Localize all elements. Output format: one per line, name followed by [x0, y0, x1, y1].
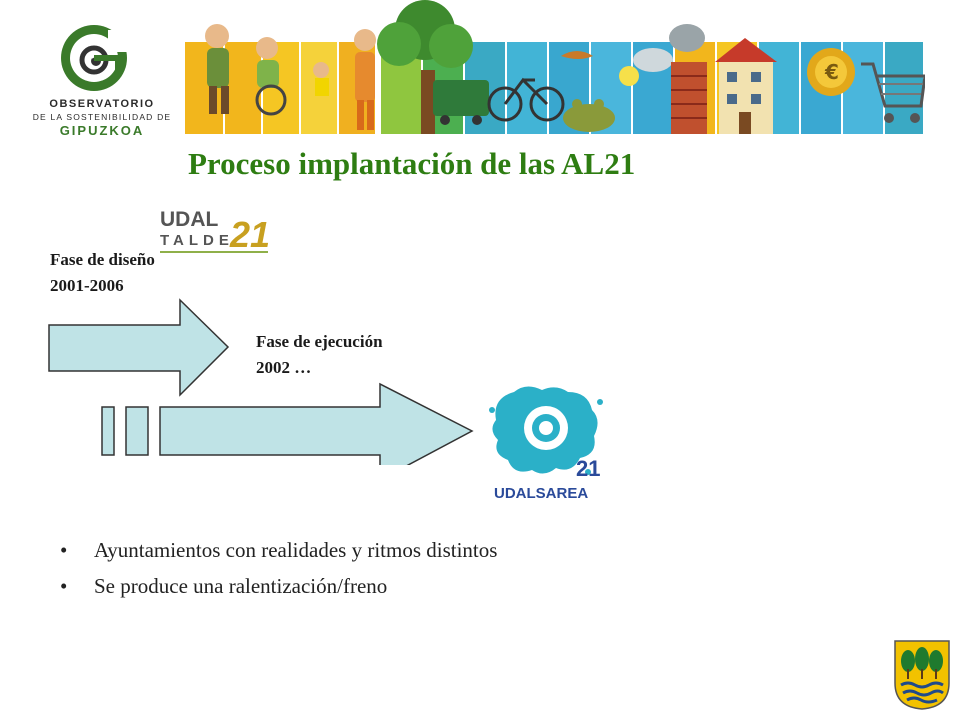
udal-logo-number: 21	[229, 214, 270, 255]
phase-design-period: 2001-2006	[50, 276, 124, 295]
logo-line-3: GIPUZKOA	[59, 123, 145, 138]
execution-phase-arrow	[159, 382, 474, 465]
svg-text:€: €	[824, 60, 839, 84]
bullet-text-2: Se produce una ralentización/freno	[94, 574, 388, 598]
bullet-item-2: • Se produce una ralentización/freno	[60, 568, 497, 604]
bullet-list: • Ayuntamientos con realidades y ritmos …	[60, 532, 497, 604]
slide-title: Proceso implantación de las AL21	[188, 146, 636, 181]
phase-execution-name: Fase de ejecución	[256, 332, 383, 351]
observatorio-logo: OBSERVATORIO DE LA SOSTENIBILIDAD DE GIP…	[22, 18, 182, 138]
execution-phase-bar-1	[101, 406, 115, 456]
udal-logo-line-2: TALDE	[160, 232, 234, 249]
design-phase-arrow	[48, 298, 230, 397]
logo-line-2: DE LA SOSTENIBILIDAD DE	[32, 112, 172, 122]
phase-execution-label: Fase de ejecución 2002 …	[256, 329, 383, 381]
udalsarea-text: UDALSAREA	[494, 485, 588, 502]
observatorio-emblem-icon	[61, 25, 128, 91]
phase-design-label: Fase de diseño 2001-2006	[50, 247, 155, 299]
execution-phase-bar-2	[125, 406, 149, 456]
bullet-glyph-2: •	[60, 574, 68, 598]
udaltalde-21-logo: UDAL TALDE 21	[160, 208, 270, 255]
phase-execution-period: 2002 …	[256, 358, 312, 377]
udalsarea-number: 21	[576, 456, 600, 481]
phase-design-name: Fase de diseño	[50, 250, 155, 269]
bullet-text-1: Ayuntamientos con realidades y ritmos di…	[94, 538, 498, 562]
phase-arrows-diagram	[48, 298, 474, 465]
bullet-glyph-1: •	[60, 538, 68, 562]
bullet-item-1: • Ayuntamientos con realidades y ritmos …	[60, 532, 497, 568]
udalsarea-21-logo: 21 UDALSAREA	[489, 386, 603, 502]
sustainability-banner-illustration: €	[185, 0, 925, 134]
gipuzkoa-shield-icon	[894, 640, 950, 710]
logo-line-1: OBSERVATORIO	[49, 98, 155, 110]
udal-logo-line-1: UDAL	[160, 208, 218, 231]
